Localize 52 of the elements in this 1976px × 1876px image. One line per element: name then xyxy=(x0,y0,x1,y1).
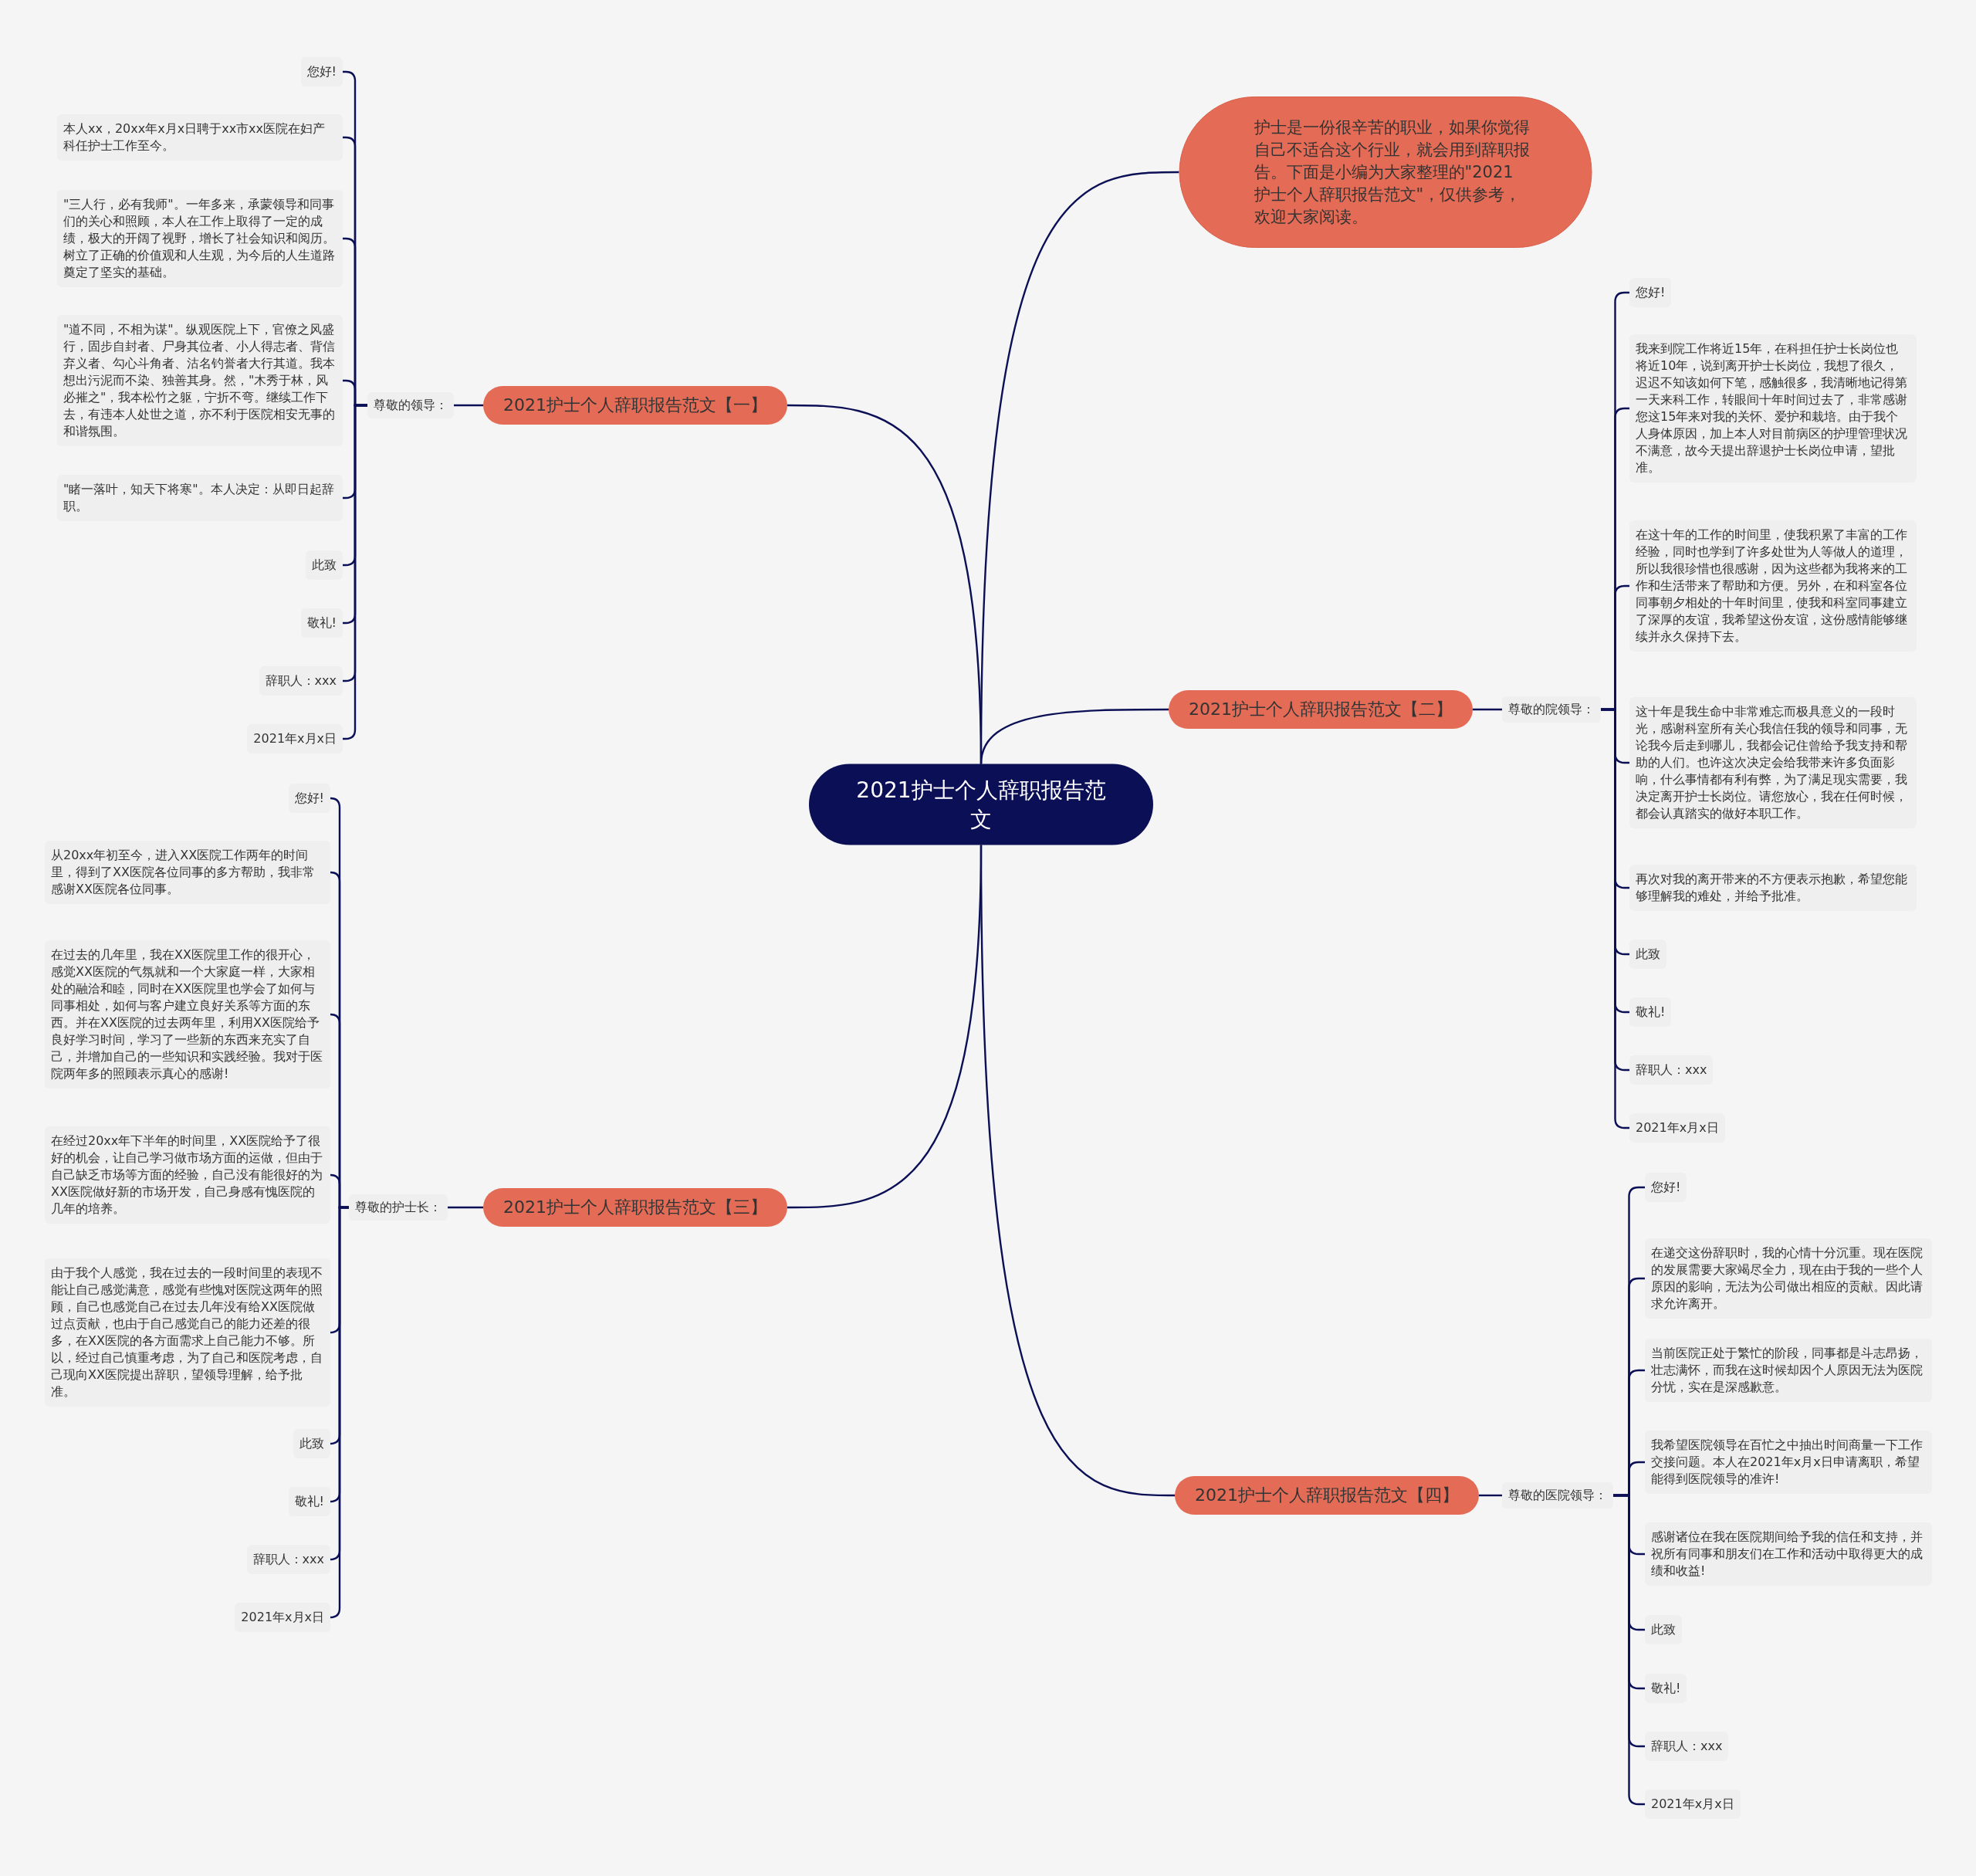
text-card: 您好! xyxy=(288,784,330,813)
branch-topic: 2021护士个人辞职报告范文【一】 xyxy=(483,386,787,425)
text-card: 辞职人：xxx xyxy=(1629,1055,1714,1085)
connector-line xyxy=(980,708,1169,764)
text-card: "睹一落叶，知天下将寒"。本人决定：从即日起辞职。 xyxy=(57,475,343,521)
text-card: 2021年x月x日 xyxy=(247,724,343,753)
text-card: 2021年x月x日 xyxy=(1645,1790,1741,1819)
branch-topic: 2021护士个人辞职报告范文【二】 xyxy=(1169,690,1473,729)
text-card: 辞职人：xxx xyxy=(259,666,343,696)
text-card: 当前医院正处于繁忙的阶段，同事都是斗志昂扬，壮志满怀，而我在这时候却因个人原因无法为医院分忧，实在是深感歉意。 xyxy=(1645,1339,1932,1402)
text-card: 敬礼! xyxy=(300,608,343,638)
text-card: 敬礼! xyxy=(1645,1674,1687,1703)
text-card: 您好! xyxy=(300,57,343,86)
text-card: 2021年x月x日 xyxy=(235,1603,330,1632)
text-card: 在递交这份辞职时，我的心情十分沉重。现在医院的发展需要大家竭尽全力，现在由于我的一些个人原因的影响，无法为公司做出相应的贡献。因此请求允许离开。 xyxy=(1645,1238,1932,1319)
text-card: 由于我个人感觉，我在过去的一段时间里的表现不能让自己感觉满意，感觉有些愧对医院这两年的照顾，自己也感觉自己在过去几年没有给XX医院做过点贡献，也由于自己感觉自己的能力还差的很多，在XX医院的各方面需求上自己能力不够。所以，经过自己慎重考虑，为了自己和医院考虑，自己现向XX医院提出辞职，望领导理解，给予批准。 xyxy=(45,1258,330,1407)
text-card: 在过去的几年里，我在XX医院里工作的很开心，感觉XX医院的气氛就和一个大家庭一样，大家相处的融洽和睦，同时在XX医院里也学会了如何与同事相处，如何与客户建立良好关系等方面的东西。并在XX医院的过去两年里，利用XX医院给予良好学习时间，学习了一些新的东西来充实了自己，并增加自己的一些知识和实践经验。我对于医院两年多的照顾表示真心的感谢! xyxy=(45,940,330,1089)
text-card: 这十年是我生命中非常难忘而极具意义的一段时光，感谢科室所有关心我信任我的领导和同事，无论我今后走到哪儿，我都会记住曾给予我支持和帮助的人们。也许这次决定会给我带来许多负面影响，什么事情都有利有弊，为了满足现实需要，我决定离开护士长岗位。请您放心，我在任何时候，都会认真踏实的做好本职工作。 xyxy=(1629,697,1917,828)
branch-topic: 2021护士个人辞职报告范文【三】 xyxy=(483,1188,787,1227)
text-card: 2021年x月x日 xyxy=(1629,1113,1725,1143)
text-card: 在这十年的工作的时间里，使我积累了丰富的工作经验，同时也学到了许多处世为人等做人的道理，所以我很珍惜也很感谢，因为这些都为我将来的工作和生活带来了帮助和方便。另外，在和科室各位同事朝夕相处的十年时间里，使我和科室同事建立了深厚的友谊，我希望这份友谊，这份感情能够继续并永久保持下去。 xyxy=(1629,520,1917,652)
salutation-label: 尊敬的院领导： xyxy=(1502,696,1601,723)
text-card: 感谢诸位在我在医院期间给予我的信任和支持，并祝所有同事和朋友们在工作和活动中取得更大的成绩和收益! xyxy=(1645,1522,1932,1586)
text-card: 再次对我的离开带来的不方便表示抱歉，希望您能够理解我的难处，并给予批准。 xyxy=(1629,865,1917,911)
text-card: 敬礼! xyxy=(288,1487,330,1516)
text-card: 在经过20xx年下半年的时间里，XX医院给予了很好的机会，让自己学习做市场方面的运做，但由于自己缺乏市场等方面的经验，自己没有能很好的为XX医院做好新的市场开发，自己身感有愧医院的几年的培养。 xyxy=(45,1126,330,1224)
connector-line xyxy=(448,1206,483,1209)
text-card: 此致 xyxy=(293,1429,330,1458)
text-card: 辞职人：xxx xyxy=(246,1545,330,1574)
text-card: 敬礼! xyxy=(1629,997,1672,1027)
intro-bubble: 护士是一份很辛苦的职业，如果你觉得自己不适合这个行业，就会用到辞职报告。下面是小编为大家整理的"2021护士个人辞职报告范文"，仅供参考，欢迎大家阅读。 xyxy=(1179,97,1592,248)
salutation-label: 尊敬的医院领导： xyxy=(1502,1482,1613,1509)
text-card: "道不同，不相为谋"。纵观医院上下，官僚之风盛行，固步自封者、尸身其位者、小人得志者、背信弃义者、勾心斗角者、沽名钓誉者大行其道。我本想出污泥而不染、独善其身。然，"木秀于林，风必摧之"，我本松竹之躯，宁折不弯。继续工作下去，有违本人处世之道，亦不利于医院相安无事的和谐氛围。 xyxy=(57,315,343,446)
central-topic: 2021护士个人辞职报告范文 xyxy=(809,764,1153,845)
text-card: 从20xx年初至今，进入XX医院工作两年的时间里，得到了XX医院各位同事的多方帮助，我非常感谢XX医院各位同事。 xyxy=(45,841,330,904)
text-card: 您好! xyxy=(1629,278,1672,307)
connector-line xyxy=(980,845,1175,1497)
salutation-label: 尊敬的护士长： xyxy=(349,1194,448,1221)
connector-line xyxy=(1479,1494,1502,1497)
text-card: 您好! xyxy=(1645,1173,1687,1202)
text-card: 我来到院工作将近15年，在科担任护士长岗位也将近10年，说到离开护士长岗位，我想了很久，迟迟不知该如何下笔，感触很多，我清晰地记得第一天来科工作，转眼间十年时间过去了，非常感谢您这15年来对我的关怀、爱护和栽培。由于我个人身体原因，加上本人对目前病区的护理管理状况不满意，故今天提出辞退护士长岗位申请，望批准。 xyxy=(1629,334,1917,483)
connector-line xyxy=(1473,708,1502,711)
text-card: 此致 xyxy=(1645,1615,1682,1644)
text-card: 本人xx，20xx年x月x日聘于xx市xx医院在妇产科任护士工作至今。 xyxy=(57,114,343,161)
text-card: 辞职人：xxx xyxy=(1645,1732,1729,1761)
text-card: 此致 xyxy=(306,550,343,580)
branch-topic: 2021护士个人辞职报告范文【四】 xyxy=(1175,1476,1479,1515)
connector-line xyxy=(454,404,483,407)
text-card: 此致 xyxy=(1629,940,1666,969)
salutation-label: 尊敬的领导： xyxy=(367,392,454,418)
text-card: "三人行，必有我师"。一年多来，承蒙领导和同事们的关心和照顾，本人在工作上取得了一定的成绩，极大的开阔了视野，增长了社会知识和阅历。树立了正确的价值观和人生观，为今后的人生道路奠定了坚实的基础。 xyxy=(57,190,343,287)
text-card: 我希望医院领导在百忙之中抽出时间商量一下工作交接问题。本人在2021年x月x日申请离职，希望能得到医院领导的准许! xyxy=(1645,1431,1932,1494)
